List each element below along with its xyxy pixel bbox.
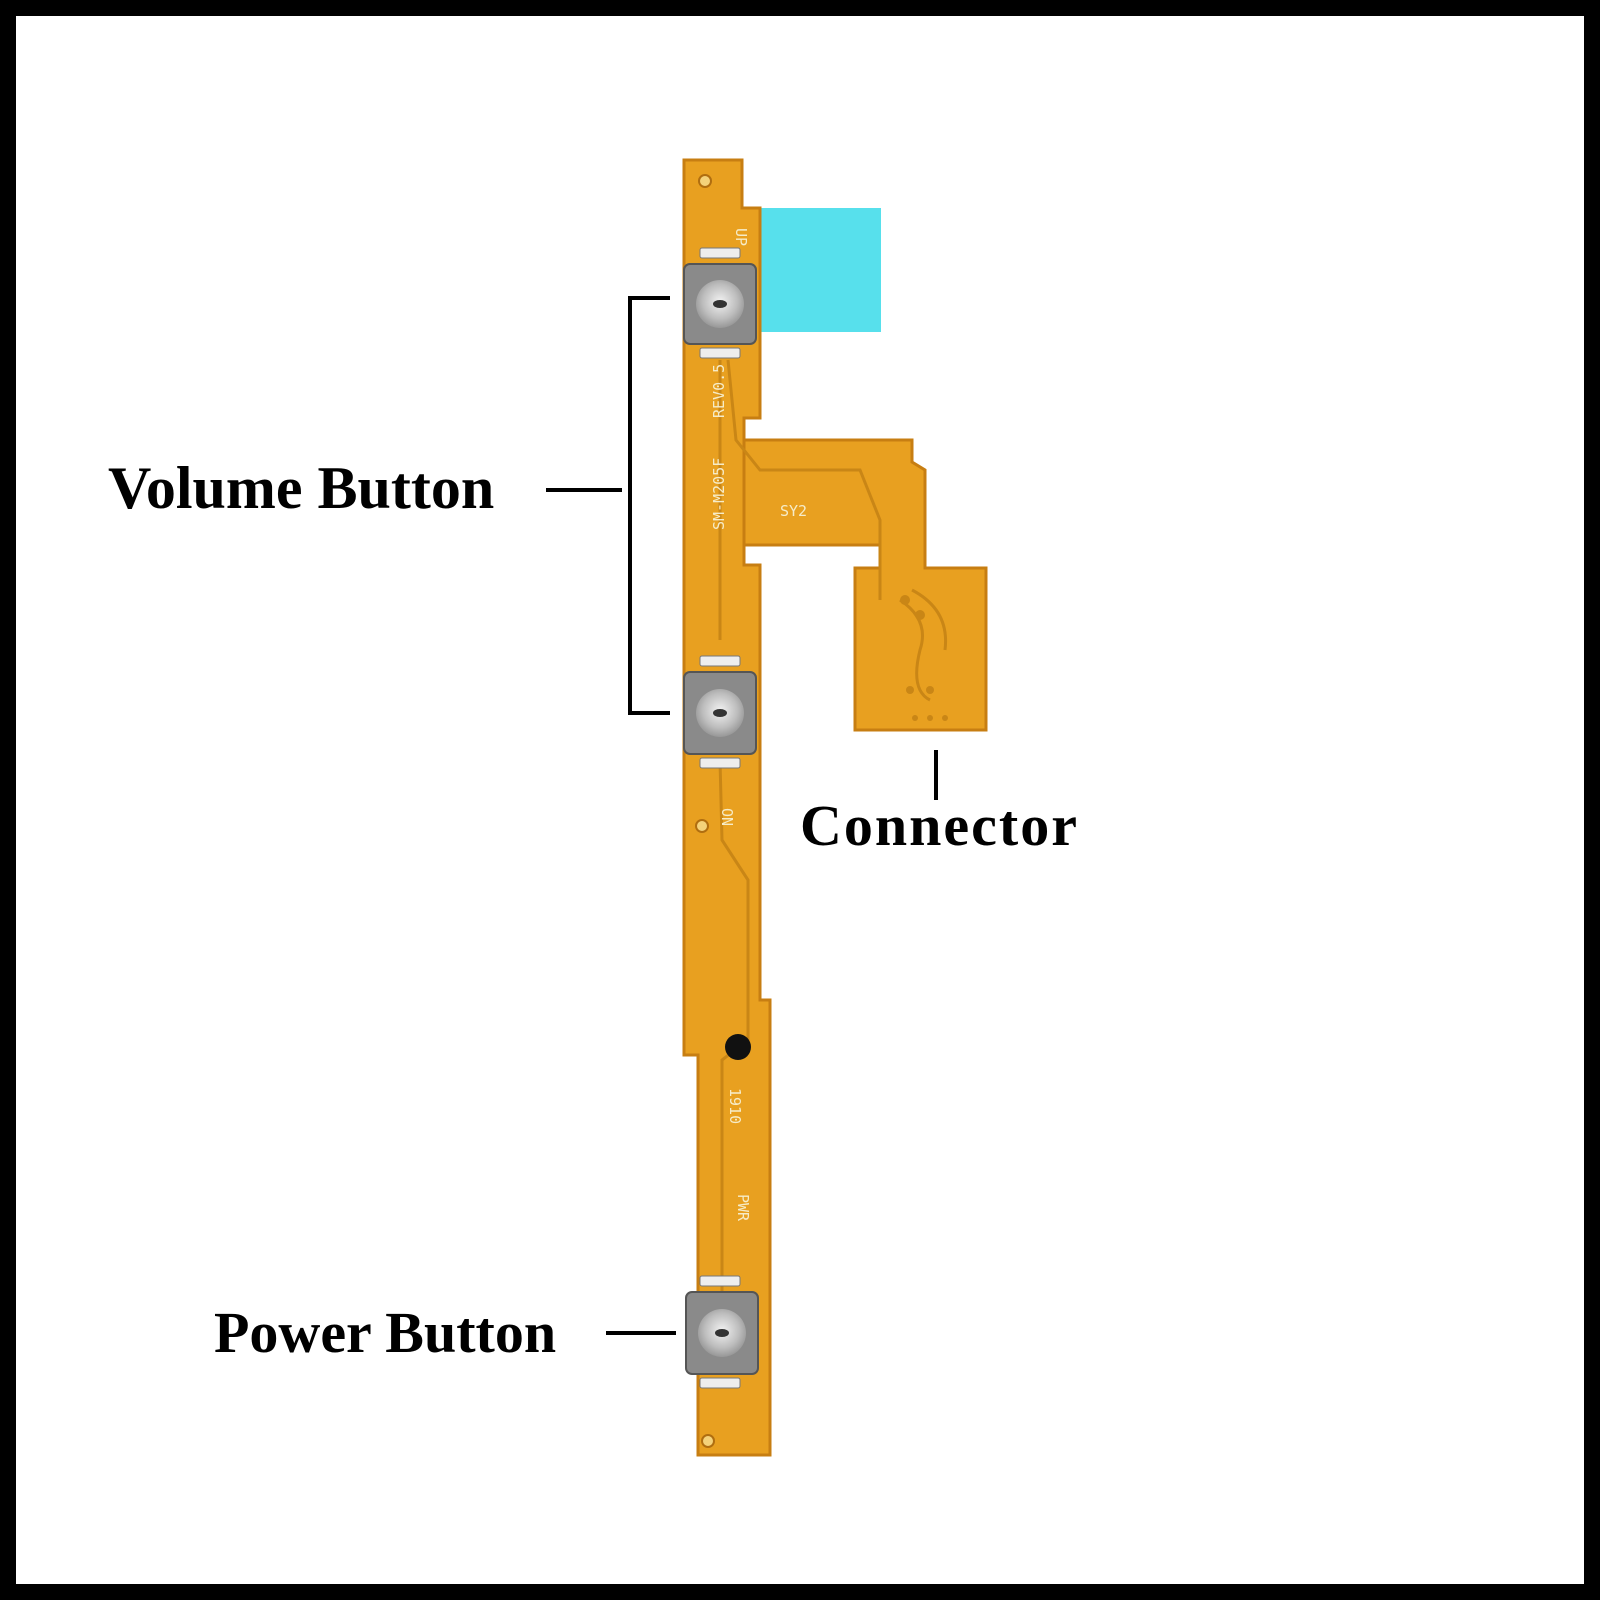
marking-model: SM-M205F	[710, 458, 728, 530]
marking-on: ON	[718, 808, 736, 826]
flex-strip	[682, 158, 772, 1457]
connector-pads	[900, 595, 948, 721]
label-connector: Connector	[800, 793, 1079, 858]
label-volume-button: Volume Button	[108, 455, 494, 521]
volume-bracket	[546, 296, 670, 715]
marking-pwr: PWR	[734, 1194, 752, 1222]
mount-hole-bottom	[701, 1434, 715, 1448]
mount-hole-top	[698, 174, 712, 188]
marking-revision: REV0.5	[710, 364, 728, 418]
marking-connector-code: SY2	[780, 502, 807, 520]
adhesive-pad	[755, 208, 881, 332]
marking-up: UP	[732, 228, 750, 246]
volume-up-switch	[683, 247, 757, 359]
power-switch	[685, 1275, 759, 1389]
traces	[718, 359, 948, 1330]
label-power-button: Power Button	[214, 1300, 556, 1365]
marking-date-code: 1910	[726, 1088, 744, 1124]
black-dot	[725, 1034, 751, 1060]
volume-down-switch	[683, 655, 757, 769]
via	[695, 819, 709, 833]
